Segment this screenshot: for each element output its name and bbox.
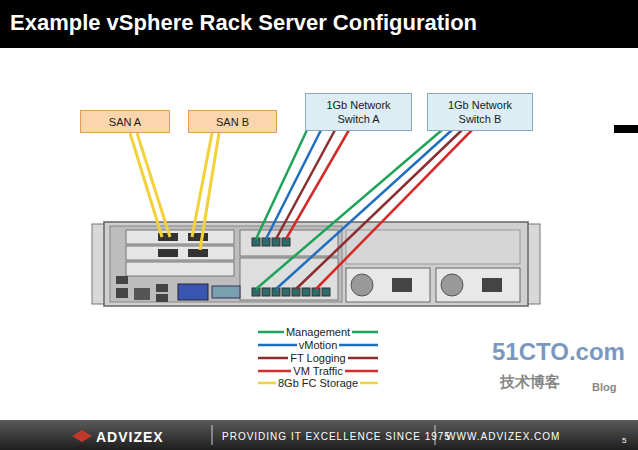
title-bar [0, 0, 638, 48]
slide-title: Example vSphere Rack Server Configuratio… [10, 10, 477, 36]
network-port [272, 238, 280, 246]
network-port [272, 288, 280, 296]
network-port [262, 288, 270, 296]
footer-divider [212, 425, 213, 445]
watermark: Blog [592, 381, 616, 393]
legend-text: 8Gb FC Storage [276, 377, 360, 389]
cable [276, 130, 452, 289]
legend-text: Management [284, 326, 352, 338]
legend-lines [258, 332, 378, 383]
network-port [292, 288, 300, 296]
cable [316, 130, 472, 289]
logo-text: ADVIZEX [96, 429, 164, 445]
switch-box: 1Gb Network Switch A [305, 93, 412, 131]
network-port [282, 288, 290, 296]
cables [130, 130, 472, 289]
switch-box: 1Gb Network Switch B [427, 93, 533, 131]
san-box: SAN B [188, 110, 277, 133]
cable [200, 133, 219, 250]
cable [266, 130, 321, 239]
node-text: SAN B [216, 115, 249, 129]
footer-bar [0, 420, 638, 450]
website: WWW.ADVIZEX.COM [446, 431, 560, 442]
legend-text: vMotion [297, 339, 340, 351]
legend-text: VM Traffic [291, 365, 344, 377]
tagline: PROVIDING IT EXCELLENCE SINCE 1975 [222, 431, 451, 442]
legend-text: FT Logging [288, 352, 347, 364]
node-text: 1Gb Network Switch A [312, 98, 405, 126]
san-box: SAN A [80, 110, 170, 133]
network-port [322, 288, 330, 296]
network-port [302, 288, 310, 296]
network-port [252, 238, 260, 246]
cable [137, 133, 170, 237]
watermark: 51CTO.com [492, 338, 625, 366]
cable [192, 133, 212, 237]
edge-mark [614, 125, 638, 133]
node-text: SAN A [109, 115, 141, 129]
cable [276, 130, 335, 239]
watermark: 技术博客 [500, 373, 560, 392]
logo-mark [72, 430, 92, 442]
cable [296, 130, 462, 289]
rack-server [92, 222, 540, 306]
node-text: 1Gb Network Switch B [434, 98, 526, 126]
cable [256, 130, 442, 289]
page-number: 5 [622, 436, 626, 445]
network-port [282, 238, 290, 246]
cable [256, 130, 307, 239]
network-port [252, 288, 260, 296]
cable [130, 133, 162, 237]
network-port [262, 238, 270, 246]
cable [286, 130, 349, 239]
network-port [312, 288, 320, 296]
